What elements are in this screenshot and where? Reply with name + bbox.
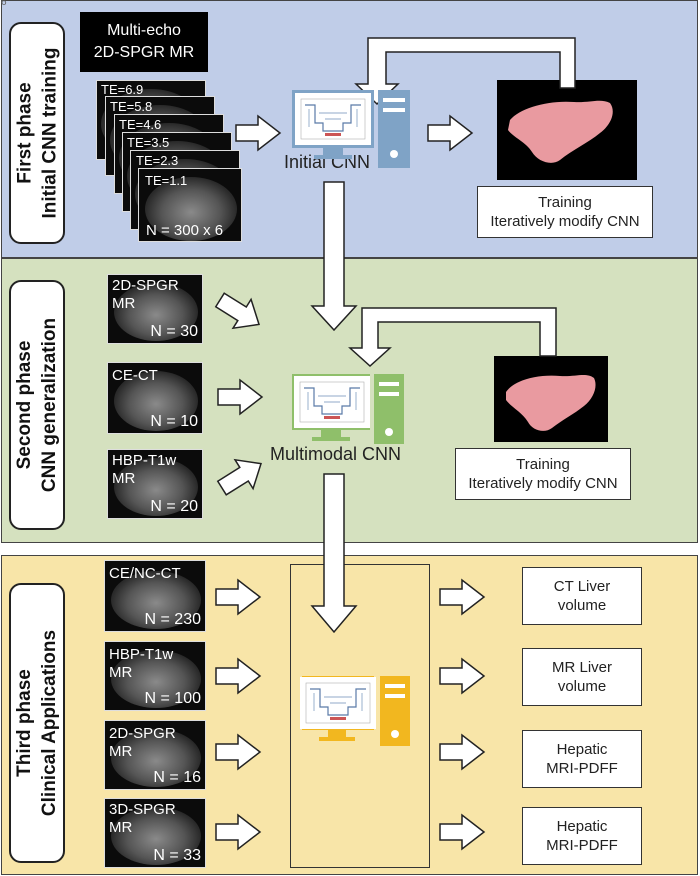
output-box-mr-volume: MR Liver volume (522, 648, 642, 706)
thumb-label: HBP-T1w MR (109, 646, 173, 682)
liver-shape (506, 374, 596, 431)
thumb-label-line: MR (109, 743, 133, 760)
output-line: MRI-PDFF (546, 760, 618, 777)
first-phase-label: First phase Initial CNN training (9, 22, 65, 244)
mri-thumb-hbp-t1w-3: HBP-T1w MR N = 100 (104, 641, 206, 711)
thumb-count: N = 16 (153, 769, 201, 786)
output-line: Hepatic (556, 741, 608, 758)
arrow-right-icon (427, 115, 473, 151)
training-box-title: Training (538, 194, 592, 211)
arrow-right-icon (439, 579, 485, 615)
thumb-count: N = 10 (150, 413, 198, 430)
training-box-title: Training (516, 456, 570, 473)
training-box-subtitle: Iteratively modify CNN (468, 475, 618, 492)
output-box-pdff-2d: Hepatic MRI-PDFF (522, 730, 642, 788)
thumb-label: CE/NC-CT (109, 565, 181, 583)
mri-thumb-2d-spgr-3: 2D-SPGR MR N = 16 (104, 720, 206, 790)
arrow-down-icon (310, 473, 358, 634)
arrow-right-icon (215, 579, 261, 615)
training-box-subtitle: Iteratively modify CNN (490, 213, 640, 230)
arrow-right-icon (215, 658, 261, 694)
arrow-right-icon (214, 292, 260, 330)
arrow-right-icon (215, 734, 261, 770)
thumb-count: N = 230 (144, 611, 201, 628)
thumb-label-line: MR (112, 470, 136, 487)
thumb-label-line: CE/NC-CT (109, 565, 181, 582)
thumb-count: N = 33 (153, 847, 201, 864)
thumb-label-line: HBP-T1w (109, 646, 174, 663)
arrow-right-icon (439, 814, 485, 850)
output-line: volume (557, 597, 607, 614)
te-label: TE=2.3 (136, 153, 179, 168)
arrow-right-icon (235, 115, 281, 151)
computer-icon-multimodal (292, 374, 404, 444)
computer-icon-initial (292, 90, 410, 168)
output-line: MR Liver (551, 659, 612, 676)
output-line: volume (557, 678, 607, 695)
training-box-second: Training Iteratively modify CNN (455, 448, 631, 500)
thumb-label-line: MR (109, 819, 133, 836)
thumb-label-line: CE-CT (112, 367, 158, 384)
thumb-label-line: 3D-SPGR (109, 801, 176, 818)
liver-shape (508, 100, 613, 163)
te-label: TE=3.5 (127, 135, 170, 150)
third-phase-label: Third phase Clinical Applications (9, 583, 65, 863)
arrow-right-icon (216, 458, 262, 496)
multi-echo-title-line1: Multi-echo (107, 22, 181, 39)
clinical-cnn-container (290, 564, 430, 868)
training-box-first: Training Iteratively modify CNN (477, 186, 653, 238)
te-label: TE=5.8 (110, 99, 153, 114)
output-line: MRI-PDFF (546, 837, 618, 854)
thumb-label: 2D-SPGR MR (112, 277, 179, 313)
mri-thumb-hbp-t1w: HBP-T1w MR N = 20 (107, 449, 203, 519)
mri-thumb-3d-spgr: 3D-SPGR MR N = 33 (104, 798, 206, 868)
thumb-count: N = 20 (150, 498, 198, 515)
te-label: TE=1.1 (145, 173, 188, 188)
mri-thumb-ce-ct: CE-CT N = 10 (107, 362, 203, 434)
output-box-pdff-3d: Hepatic MRI-PDFF (522, 807, 642, 865)
thumb-label-line: HBP-T1w (112, 452, 177, 469)
arrow-right-icon (217, 379, 263, 415)
arrow-down-icon (310, 181, 358, 332)
arrow-right-icon (439, 658, 485, 694)
multi-echo-title-line2: 2D-SPGR MR (93, 44, 195, 61)
output-box-ct-volume: CT Liver volume (522, 567, 642, 625)
thumb-label-line: 2D-SPGR (109, 725, 176, 742)
output-line: CT Liver (553, 578, 611, 595)
thumb-label-line: MR (109, 664, 133, 681)
thumb-label: 3D-SPGR MR (109, 801, 176, 837)
arrow-right-icon (439, 734, 485, 770)
mri-thumb-2d-spgr: 2D-SPGR MR N = 30 (107, 274, 203, 344)
arrow-right-icon (215, 814, 261, 850)
computer-icon-clinical (299, 676, 410, 746)
echo-slice-front (138, 168, 242, 242)
multi-echo-title: Multi-echo 2D-SPGR MR (80, 12, 208, 72)
second-phase-label: Second phase CNN generalization (9, 280, 65, 530)
thumb-label: 2D-SPGR MR (109, 725, 176, 761)
thumb-label: HBP-T1w MR (112, 452, 176, 488)
echo-count: N = 300 x 6 (146, 222, 224, 239)
te-label: TE=6.9 (101, 82, 144, 97)
thumb-label-line: 2D-SPGR (112, 277, 179, 294)
mri-thumb-ce-nc-ct: CE/NC-CT N = 230 (104, 560, 206, 632)
thumb-label-line: MR (112, 295, 136, 312)
output-line: Hepatic (556, 818, 608, 835)
thumb-count: N = 100 (144, 690, 201, 707)
feedback-arrow-icon (348, 307, 557, 368)
te-label: TE=4.6 (119, 117, 162, 132)
thumb-label: CE-CT (112, 367, 158, 385)
multimodal-cnn-label: Multimodal CNN (270, 444, 402, 464)
corner-mark: 6 (1, 0, 7, 8)
thumb-count: N = 30 (150, 323, 198, 340)
